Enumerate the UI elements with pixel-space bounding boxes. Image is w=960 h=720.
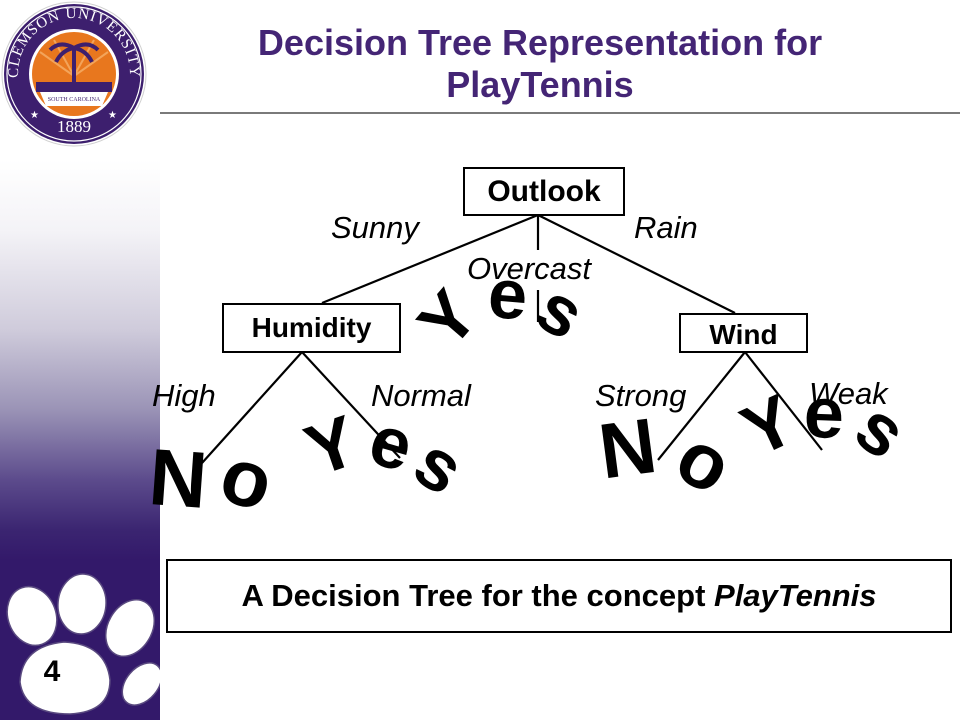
star-icon: ★	[108, 110, 117, 121]
edge-label-strong: Strong	[595, 378, 687, 413]
leaf-yes-normal: Yes	[296, 400, 483, 514]
node-outlook: Outlook	[463, 167, 625, 216]
slide-title: Decision Tree Representation for PlayTen…	[257, 22, 823, 105]
tiger-paw-icon	[6, 573, 160, 715]
caption-concept: PlayTennis	[714, 578, 877, 613]
edge-high	[201, 351, 303, 464]
seal-year: 1889	[57, 117, 91, 136]
edge-sunny	[321, 213, 539, 305]
edge-label-rain: Rain	[634, 210, 698, 245]
edge-weak	[744, 351, 823, 451]
star-icon: ★	[30, 110, 39, 121]
edge-strong	[657, 351, 746, 461]
node-wind: Wind	[679, 313, 808, 353]
edge-label-high: High	[152, 378, 216, 413]
edge-label-sunny: Sunny	[331, 210, 419, 245]
caption-prefix: A Decision Tree for the concept	[241, 578, 715, 613]
seal-state-text: SOUTH CAROLINA	[48, 97, 101, 103]
title-divider	[160, 112, 960, 114]
edge-rain	[537, 214, 736, 314]
node-humidity: Humidity	[222, 303, 401, 353]
edge-normal	[301, 351, 401, 459]
edge-label-normal: Normal	[371, 378, 471, 413]
slide-number: 4	[43, 655, 61, 688]
leaf-no-strong: No	[594, 400, 756, 517]
edge-label-overcast: Overcast	[467, 251, 592, 286]
edge-label-weak: Weak	[809, 376, 888, 411]
caption-box: A Decision Tree for the concept PlayTenn…	[166, 559, 952, 633]
university-seal-logo: SOUTH CAROLINA CLEMSON UNIVERSITY 1889 ★…	[1, 1, 147, 147]
leaf-no-high: No	[146, 429, 292, 531]
